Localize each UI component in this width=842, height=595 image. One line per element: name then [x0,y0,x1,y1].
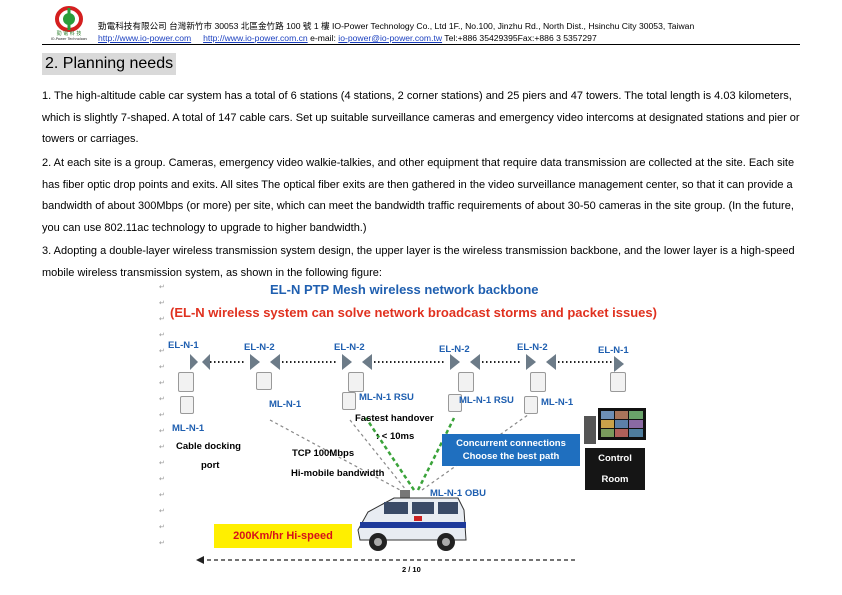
access-point-6-icon [610,372,626,392]
bandwidth-label: Hi-mobile bandwidth [291,468,385,479]
svg-text:勁 電 科 技: 勁 電 科 技 [57,30,82,37]
node-label-el-n-2-c: EL-N-2 [439,344,470,355]
paragraph-2: 2. At each site is a group. Cameras, eme… [42,157,795,234]
control-label: Control [598,453,632,464]
website-link[interactable]: http://www.io-power.com [98,33,192,43]
section-heading: 2. Planning needs [42,53,177,75]
access-point-2-icon [256,372,272,390]
backbone-antenna-5-icon [526,354,556,370]
ml-n-1-device-2-icon [524,396,538,414]
backbone-antenna-6-icon [614,356,624,372]
paragraph-marks: ↵↵↵↵↵↵↵↵↵↵↵↵↵↵↵↵↵ [159,284,165,547]
speed-label: 200Km/hr Hi-speed [214,524,352,548]
ml-label-left: ML-N-1 [172,423,205,434]
access-point-1-icon [178,372,194,392]
diagram-title: EL-N PTP Mesh wireless network backbone [270,282,539,297]
paragraph-3: 3. Adopting a double-layer wireless tran… [42,245,795,279]
handover-label: Fastest handover [355,413,434,424]
website-cn-link[interactable]: http://www.io-power.com.cn [203,33,308,43]
header-divider [42,44,800,45]
node-label-el-n-1-right: EL-N-1 [598,345,629,356]
company-address: 勁電科技有限公司 台灣新竹市 30053 北區金竹路 100 號 1 樓 IO-… [98,21,695,31]
diagram-subtitle: (EL-N wireless system can solve network … [170,305,657,320]
io-power-logo: 勁 電 科 技 IO-Power Technology [51,6,87,40]
access-point-3-icon [348,372,364,392]
email-link[interactable]: io-power@io-power.com.tw [338,33,443,43]
rsu-device-2-icon [448,394,462,412]
ml-n-1-device-icon [180,396,194,414]
backbone-antenna-4-icon [450,354,480,370]
concurrent-connections-box: Concurrent connections Choose the best p… [442,434,580,466]
rsu-label-2: ML-N-1 RSU [459,395,514,406]
page-number: 2 / 10 [402,565,421,574]
svg-text:IO-Power Technology: IO-Power Technology [51,37,87,40]
network-diagram: ↵↵↵↵↵↵↵↵↵↵↵↵↵↵↵↵↵ EL-N PTP Mesh wireless… [156,280,676,565]
access-point-4-icon [458,372,474,392]
rsu-device-1-icon [342,392,356,410]
ml-label-right: ML-N-1 [541,397,574,408]
node-label-el-n-1-left: EL-N-1 [168,340,199,351]
control-room-box: Control Room [585,448,645,490]
cable-docking-label: Cable docking [176,441,241,452]
node-label-el-n-2-d: EL-N-2 [517,342,548,353]
contact-line: http://www.io-power.com http://www.io-po… [98,33,597,43]
backbone-antenna-3-icon [342,354,372,370]
ml-label-2: ML-N-1 [269,399,302,410]
room-label: Room [601,474,629,485]
email-label: e-mail: [310,33,336,43]
monitor-icon [584,408,646,444]
obu-label: ML-N-1 OBU [430,488,486,499]
concurrent-line-1: Concurrent connections [456,438,566,449]
handover-time-label: : < 10ms [376,431,415,442]
tcp-label: TCP 100Mbps [292,448,355,459]
node-label-el-n-2-b: EL-N-2 [334,342,365,353]
access-point-5-icon [530,372,546,392]
node-label-el-n-2-a: EL-N-2 [244,342,275,353]
backbone-antenna-1-icon [190,354,210,370]
cable-docking-port-label: port [201,460,220,471]
phone-fax: Tel:+886 35429395Fax:+886 3 5357297 [444,33,597,43]
vehicle-icon [357,490,467,551]
concurrent-line-2: Choose the best path [462,451,560,462]
paragraph-1: 1. The high-altitude cable car system ha… [42,90,800,145]
rsu-label-1: ML-N-1 RSU [359,392,414,403]
backbone-antenna-2-icon [250,354,280,370]
